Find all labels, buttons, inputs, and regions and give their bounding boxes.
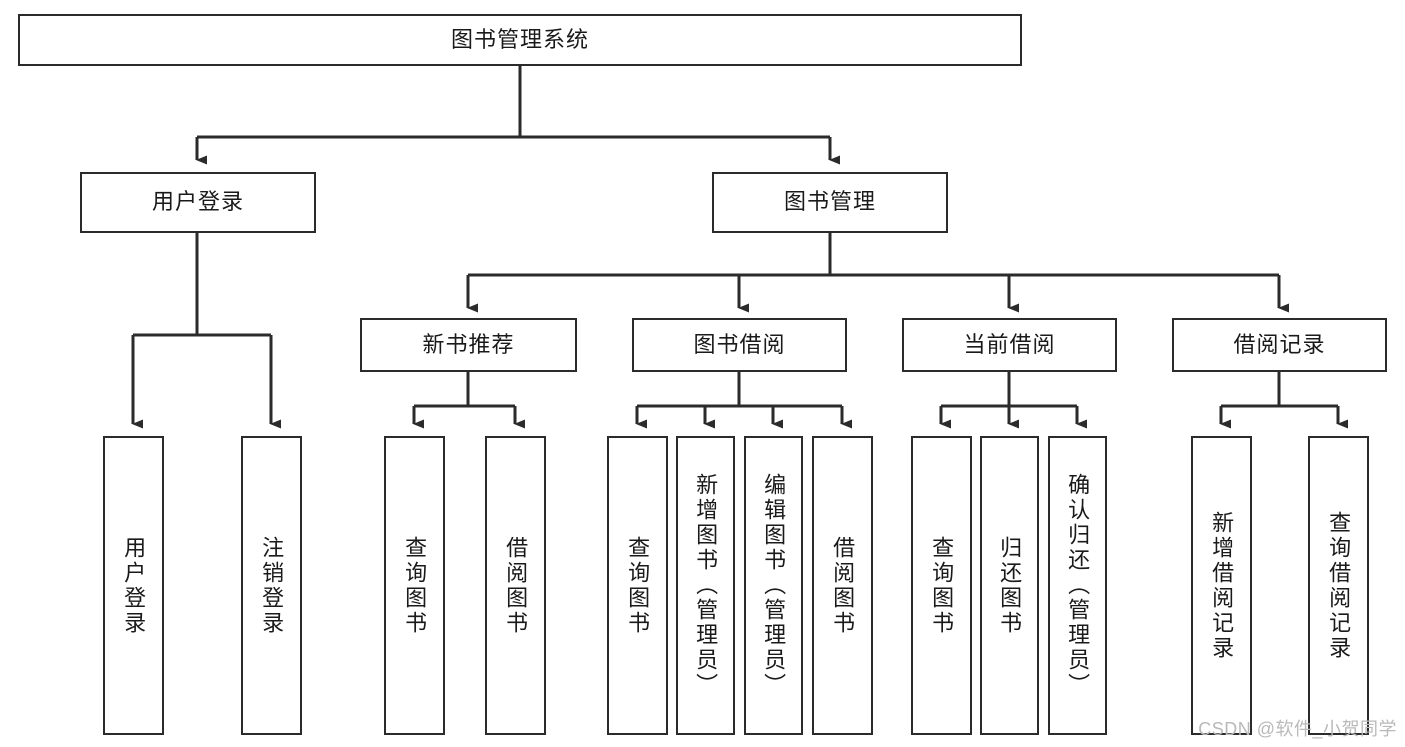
node-user-login-label: 用户登录 [151,189,244,215]
node-leaf-return-book[interactable]: 归还图书 [980,436,1039,735]
node-book-manage[interactable]: 图书管理 [712,172,948,233]
node-leaf-add-book[interactable]: 新增图书（管理员） [676,436,735,735]
node-borrow-record[interactable]: 借阅记录 [1172,318,1387,372]
node-current-borrow-label: 当前借阅 [963,331,1056,357]
node-leaf-borrow-book-1-label: 借阅图书 [503,535,529,636]
node-leaf-query-book-3-label: 查询图书 [929,535,955,636]
node-user-login[interactable]: 用户登录 [80,172,316,233]
watermark-text: CSDN @软件_小贺同学 [1198,719,1397,739]
node-root-label: 图书管理系统 [450,26,589,52]
node-root[interactable]: 图书管理系统 [18,14,1022,66]
node-leaf-add-record-label: 新增借阅记录 [1209,510,1235,661]
node-book-borrow-label: 图书借阅 [693,331,786,357]
node-leaf-query-book-3[interactable]: 查询图书 [911,436,972,735]
node-leaf-return-book-label: 归还图书 [997,535,1023,636]
node-leaf-query-book-1[interactable]: 查询图书 [384,436,445,735]
node-leaf-query-book-1-label: 查询图书 [402,535,428,636]
node-leaf-add-record[interactable]: 新增借阅记录 [1191,436,1252,735]
node-leaf-user-logout-label: 注销登录 [259,535,285,636]
node-leaf-query-book-2-label: 查询图书 [625,535,651,636]
node-leaf-edit-book-label: 编辑图书（管理员） [761,473,787,698]
node-new-book-recommend-label: 新书推荐 [422,331,515,357]
node-book-borrow[interactable]: 图书借阅 [632,318,847,372]
node-leaf-borrow-book-1[interactable]: 借阅图书 [485,436,546,735]
node-new-book-recommend[interactable]: 新书推荐 [360,318,577,372]
node-leaf-query-record[interactable]: 查询借阅记录 [1308,436,1369,735]
node-leaf-borrow-book-2-label: 借阅图书 [830,535,856,636]
node-leaf-user-login-label: 用户登录 [121,535,147,636]
node-leaf-query-record-label: 查询借阅记录 [1326,510,1352,661]
node-leaf-add-book-label: 新增图书（管理员） [693,473,719,698]
node-leaf-user-logout[interactable]: 注销登录 [241,436,302,735]
node-leaf-user-login[interactable]: 用户登录 [103,436,164,735]
node-leaf-edit-book[interactable]: 编辑图书（管理员） [744,436,803,735]
node-leaf-borrow-book-2[interactable]: 借阅图书 [812,436,873,735]
node-current-borrow[interactable]: 当前借阅 [902,318,1117,372]
node-leaf-confirm-return-label: 确认归还（管理员） [1065,473,1091,698]
node-book-manage-label: 图书管理 [783,189,876,215]
node-leaf-confirm-return[interactable]: 确认归还（管理员） [1048,436,1107,735]
node-borrow-record-label: 借阅记录 [1233,331,1326,357]
node-leaf-query-book-2[interactable]: 查询图书 [607,436,668,735]
